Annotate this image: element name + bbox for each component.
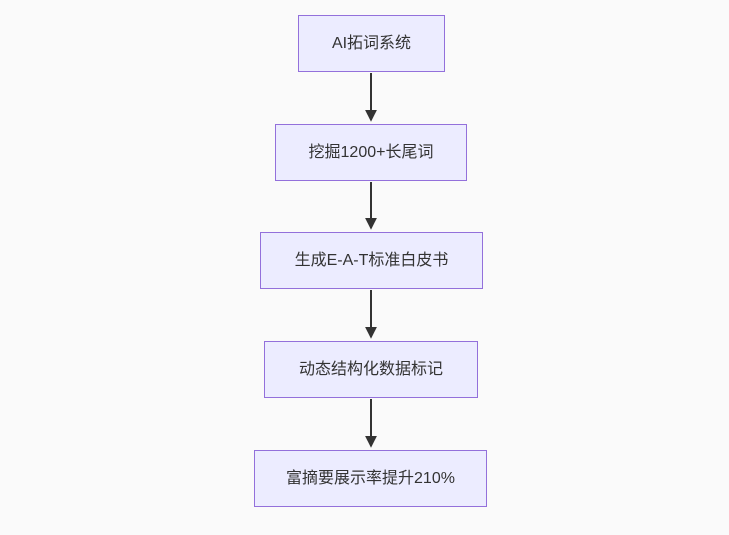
flow-node-label: AI拓词系统 xyxy=(331,34,412,52)
flow-node-label: 富摘要展示率提升210% xyxy=(286,469,455,487)
flow-node-mine-longtail-keywords: 挖掘1200+长尾词 xyxy=(275,124,467,181)
flow-node-label: 挖掘1200+长尾词 xyxy=(308,143,434,161)
flow-node-dynamic-structured-data-markup: 动态结构化数据标记 xyxy=(264,341,478,398)
flow-node-ai-keyword-expansion-system: AI拓词系统 xyxy=(298,15,445,72)
flow-node-generate-eat-whitepaper: 生成E-A-T标准白皮书 xyxy=(260,232,483,289)
flow-node-rich-snippet-rate-increase: 富摘要展示率提升210% xyxy=(254,450,487,507)
flow-node-label: 动态结构化数据标记 xyxy=(298,360,443,378)
flow-node-label: 生成E-A-T标准白皮书 xyxy=(294,251,449,269)
